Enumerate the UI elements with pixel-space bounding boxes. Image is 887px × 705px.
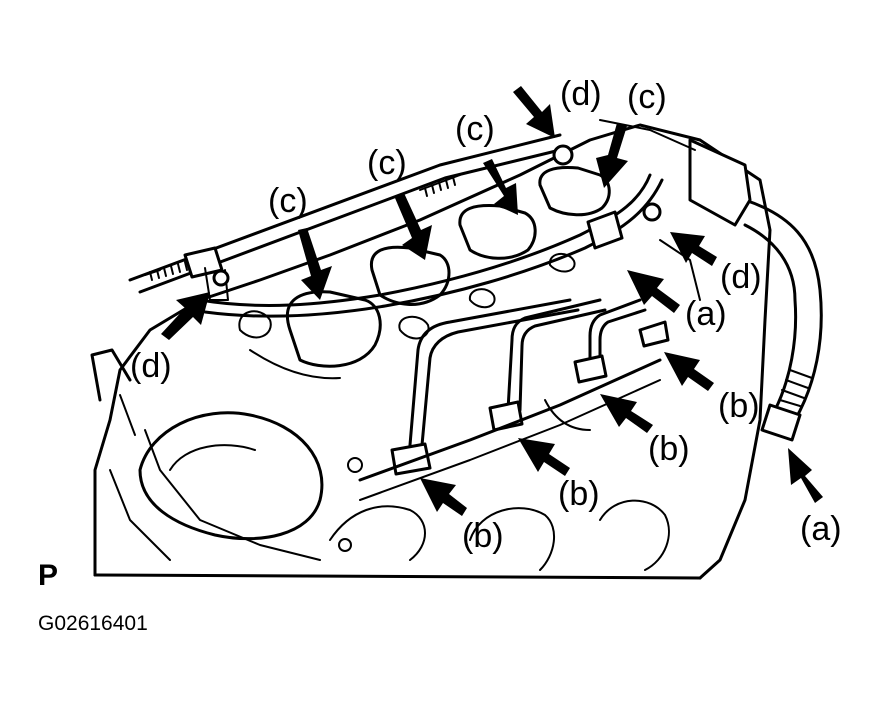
label-b-4: (b) <box>718 387 760 425</box>
arrow-c-4 <box>596 123 628 188</box>
label-c-4: (c) <box>627 78 667 116</box>
label-d-left: (d) <box>130 347 172 385</box>
arrow-a-lower <box>788 448 823 503</box>
arrow-d-top <box>513 86 555 138</box>
label-b-2: (b) <box>558 475 600 513</box>
arrow-b-3 <box>600 394 653 433</box>
arrow-b-2 <box>518 438 570 476</box>
label-d-right: (d) <box>720 258 762 296</box>
arrow-c-2 <box>395 193 432 260</box>
callout-arrows <box>161 86 823 516</box>
label-d-top: (d) <box>560 75 602 113</box>
label-c-2: (c) <box>367 144 407 182</box>
figure-code: G02616401 <box>38 612 148 635</box>
label-b-3: (b) <box>648 430 690 468</box>
callout-labels: (c) (c) (c) (c) (d) (d) (d) (a) (a) (b) … <box>130 75 842 555</box>
arrow-b-4 <box>664 352 714 391</box>
label-b-1: (b) <box>462 517 504 555</box>
view-marker: P <box>38 559 58 592</box>
label-c-3: (c) <box>455 110 495 148</box>
label-a-lower: (a) <box>800 510 842 548</box>
label-a-upper: (a) <box>685 295 727 333</box>
arrow-d-right <box>670 232 717 266</box>
arrow-c-3 <box>483 159 518 215</box>
arrow-b-1 <box>420 478 467 516</box>
arrow-c-1 <box>298 228 332 300</box>
engine-drawing <box>90 119 823 580</box>
arrow-d-left <box>161 292 210 340</box>
label-c-1: (c) <box>268 182 308 220</box>
arrow-a-upper <box>627 270 680 313</box>
